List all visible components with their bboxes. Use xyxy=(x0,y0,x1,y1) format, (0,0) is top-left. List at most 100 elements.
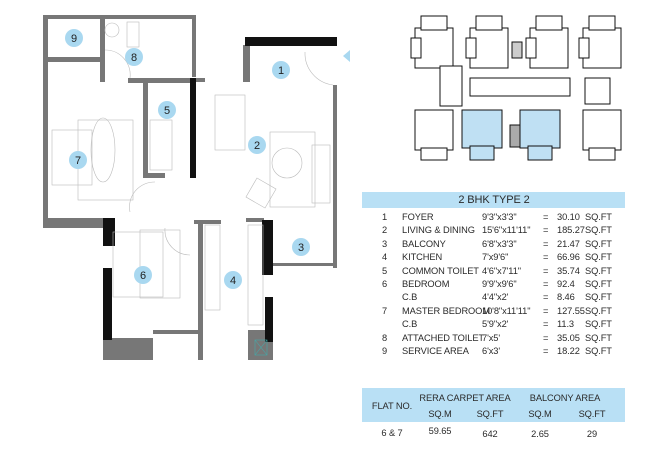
key-plan-room xyxy=(414,109,454,151)
balcony-sqft-header: SQ.FT xyxy=(578,409,606,419)
row-value: 21.47 xyxy=(557,238,580,249)
marker-label: 1 xyxy=(278,65,284,77)
key-plan-room xyxy=(588,147,616,161)
row-dim: 7'x9'6" xyxy=(482,252,509,263)
row-dim: 6'x3' xyxy=(482,346,501,356)
row-room: COMMON TOILET xyxy=(402,265,479,276)
row-room: LIVING & DINING xyxy=(402,225,475,236)
row-eq: = xyxy=(543,238,549,249)
row-value: 11.3 xyxy=(557,319,575,330)
row-dim: 4'6"x7'11" xyxy=(482,265,521,276)
marker-circle xyxy=(272,61,290,79)
marker-label: 4 xyxy=(230,275,236,287)
row-room: C.B xyxy=(402,319,418,330)
row-value: 35.74 xyxy=(557,265,580,276)
summary-table-header xyxy=(362,390,625,422)
marker-label: 3 xyxy=(298,242,304,254)
highlighted-unit xyxy=(461,109,503,149)
row-no: 1 xyxy=(382,212,388,222)
rera-sqft-header: SQ.FT xyxy=(476,409,504,419)
shaft xyxy=(511,41,523,59)
key-plan-room xyxy=(535,15,563,31)
marker-circle xyxy=(248,136,266,154)
key-plan-room xyxy=(525,37,537,59)
row-eq: = xyxy=(543,212,549,222)
row-no: 3 xyxy=(382,238,388,249)
row-dim: 9'9"x9'6" xyxy=(482,279,517,289)
marker-circle xyxy=(125,48,143,66)
row-unit: SQ.FT xyxy=(585,265,612,276)
row-room: ATTACHED TOILET xyxy=(402,332,485,343)
row-value: 127.55 xyxy=(557,305,585,316)
marker-circle xyxy=(134,266,152,284)
area-table-title: 2 BHK TYPE 2 xyxy=(458,194,530,206)
row-unit: SQ.FT xyxy=(585,292,612,303)
marker-label: 7 xyxy=(75,155,81,167)
marker-label: 6 xyxy=(140,270,146,282)
row-no: 2 xyxy=(382,225,388,236)
row-unit: SQ.FT xyxy=(585,319,612,330)
row-room: BEDROOM xyxy=(402,279,450,289)
row-no: 4 xyxy=(382,252,388,263)
key-plan-room xyxy=(582,109,622,151)
row-value: 8.46 xyxy=(557,292,575,303)
row-unit: SQ.FT xyxy=(585,279,612,289)
highlighted-unit xyxy=(519,109,561,149)
key-plan-room xyxy=(420,15,448,31)
row-value: 66.96 xyxy=(557,252,580,263)
row-no: 5 xyxy=(382,265,388,276)
row-dim: 7'x5' xyxy=(482,332,501,343)
unit-plan xyxy=(43,15,350,360)
balcony-header: BALCONY AREA xyxy=(529,393,601,403)
row-eq: = xyxy=(543,332,549,343)
stair xyxy=(584,77,611,105)
key-plan-room xyxy=(475,15,503,31)
row-eq: = xyxy=(543,225,549,236)
key-plan-room xyxy=(410,37,422,59)
corridor-rooms xyxy=(469,77,571,97)
row-value: 30.10 xyxy=(557,212,580,222)
row-unit: SQ.FT xyxy=(585,305,612,316)
row-unit: SQ.FT xyxy=(585,238,612,249)
marker-circle xyxy=(65,29,83,47)
row-no: 8 xyxy=(382,332,388,343)
row-eq: = xyxy=(543,265,549,276)
divider xyxy=(362,388,625,390)
row-eq: = xyxy=(543,346,549,356)
balcony-sqm-value: 2.65 xyxy=(531,429,549,439)
rera-header: RERA CARPET AREA xyxy=(419,393,511,403)
area-table-header xyxy=(362,192,625,208)
row-eq: = xyxy=(543,279,549,289)
rera-sqm-value: 59.65 xyxy=(428,426,452,436)
walls-dark xyxy=(103,37,337,342)
marker-label: 2 xyxy=(254,140,260,152)
row-value: 18.22 xyxy=(557,346,580,356)
row-unit: SQ.FT xyxy=(585,332,612,343)
walls-grey xyxy=(43,15,337,360)
rera-sqm-header: SQ.M xyxy=(428,409,452,419)
row-room: C.B xyxy=(402,292,418,303)
marker-circle xyxy=(224,271,242,289)
row-no: 7 xyxy=(382,305,388,316)
row-unit: SQ.FT xyxy=(585,225,612,236)
row-room: MASTER BEDROOM xyxy=(402,305,490,316)
row-dim: 10'8"x11'11" xyxy=(482,305,531,316)
row-dim: 5'9"x2' xyxy=(482,319,509,330)
key-plan-room xyxy=(578,37,590,59)
row-value: 92.4 xyxy=(557,279,575,289)
row-value: 35.05 xyxy=(557,332,580,343)
key-plan-room xyxy=(465,37,477,59)
balcony-sqft-value: 29 xyxy=(586,429,598,439)
marker-circle xyxy=(69,151,87,169)
row-value: 185.27 xyxy=(557,225,585,236)
marker-label: 9 xyxy=(71,33,77,45)
row-no: 9 xyxy=(382,346,388,356)
marker-label: 8 xyxy=(131,52,137,64)
stair xyxy=(439,65,463,107)
highlighted-unit xyxy=(469,145,495,161)
balcony-sqm-header: SQ.M xyxy=(528,409,552,419)
rera-sqft-value: 642 xyxy=(482,429,498,439)
row-unit: SQ.FT xyxy=(585,212,612,222)
